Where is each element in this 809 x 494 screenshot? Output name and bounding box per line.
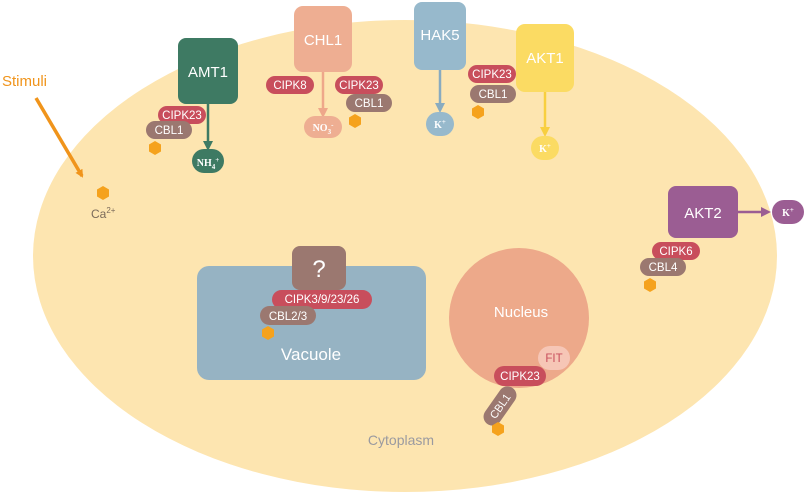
chl1-ion-sub: 3 [328, 128, 332, 136]
calcium-label: Ca2+ [91, 206, 116, 221]
hak5-cbl-label: CBL1 [479, 89, 508, 101]
chl1-calcium-hexagon [349, 114, 361, 128]
vacuole-cipk-pill [272, 290, 372, 309]
stimuli-label: Stimuli [2, 73, 47, 90]
nucleus-calcium-hexagon [492, 422, 504, 436]
stimuli-arrow [34, 97, 84, 178]
chl1-ion-label: NO3- [313, 121, 335, 136]
chl1-cipk-left-pill [266, 76, 314, 94]
nucleus-fit-bubble [538, 346, 570, 370]
amt1-calcium-hexagon [149, 141, 161, 155]
vacuole-label: Vacuole [281, 345, 341, 364]
hak5-calcium-hexagon [472, 105, 484, 119]
akt1-ion-bubble [531, 136, 559, 160]
amt1-name: AMT1 [188, 64, 228, 81]
akt2-cipk-label: CIPK6 [659, 246, 692, 258]
akt2-ion-label: K+ [782, 206, 794, 219]
vacuole: Vacuole ? CIPK3/9/23/26 CBL2/3 [197, 246, 426, 380]
nucleus-cipk-pill [494, 366, 546, 386]
amt1-ion-sup: + [215, 156, 219, 164]
nucleus-label: Nucleus [494, 304, 548, 321]
hak5-ion-bubble [426, 112, 454, 136]
akt2-ion-bubble [772, 200, 804, 224]
amt1-cbl-label: CBL1 [155, 125, 184, 137]
hak5-ion-label: K+ [434, 118, 446, 131]
chl1-box [294, 6, 352, 72]
akt1-name: AKT1 [526, 50, 564, 67]
akt1-ion-label: K+ [539, 142, 551, 155]
akt2-name: AKT2 [684, 205, 722, 222]
vacuole-unknown-label: ? [312, 256, 325, 283]
chl1-cipk-right-pill [335, 76, 383, 94]
amt1-transporter: AMT1 CIPK23 CBL1 NH4+ [146, 38, 238, 173]
vacuole-cbl-pill [260, 306, 316, 325]
amt1-ion-bubble [192, 149, 224, 173]
hak5-transporter: HAK5 K+ CIPK23 CBL1 [414, 2, 516, 136]
nucleus: Nucleus FIT CIPK23 CBL1 [449, 248, 589, 436]
chl1-cipk-right-label: CIPK23 [339, 80, 379, 92]
vacuole-calcium-hexagon [262, 326, 274, 340]
hak5-box [414, 2, 466, 70]
calcium-hexagon [97, 186, 109, 200]
akt2-cbl-label: CBL4 [649, 262, 678, 274]
amt1-ion-sub: 4 [212, 163, 216, 171]
amt1-cipk-pill [158, 106, 206, 124]
akt2-cbl-pill [640, 258, 686, 276]
akt2-ion-sup: + [790, 206, 794, 214]
hak5-cbl-pill [470, 85, 516, 103]
nucleus-cbl-pill [483, 386, 517, 426]
nucleus-fit-label: FIT [545, 353, 562, 365]
chl1-ion-sup: - [331, 121, 334, 129]
chl1-cbl-pill [346, 94, 392, 112]
chl1-cbl-label: CBL1 [355, 98, 384, 110]
hak5-name: HAK5 [420, 27, 459, 44]
akt2-transporter: AKT2 K+ CIPK6 CBL4 [640, 186, 804, 292]
akt2-calcium-hexagon [644, 278, 656, 292]
amt1-box [178, 38, 238, 104]
chl1-ion-bubble [304, 116, 342, 138]
vacuole-unknown-box [292, 246, 346, 290]
akt1-box [516, 24, 574, 92]
amt1-cbl-pill [146, 121, 192, 139]
cytoplasm-label: Cytoplasm [368, 432, 434, 448]
chl1-transporter: CHL1 CIPK8 CIPK23 CBL1 NO3- [266, 6, 392, 138]
chl1-cipk-left-label: CIPK8 [273, 80, 306, 92]
vacuole-cipk-label: CIPK3/9/23/26 [285, 294, 360, 306]
akt2-box [668, 186, 738, 238]
akt1-transporter: AKT1 K+ [516, 24, 574, 160]
nucleus-cipk-label: CIPK23 [500, 371, 540, 383]
vacuole-cbl-label: CBL2/3 [269, 311, 307, 323]
amt1-cipk-label: CIPK23 [162, 110, 202, 122]
akt1-ion-sup: + [547, 142, 551, 150]
hak5-cipk-label: CIPK23 [472, 69, 512, 81]
calcium-charge: 2+ [106, 206, 115, 215]
akt2-cipk-pill [652, 242, 700, 260]
amt1-ion-label: NH4+ [197, 156, 220, 171]
hak5-cipk-pill [468, 65, 516, 83]
hak5-ion-sup: + [442, 118, 446, 126]
chl1-name: CHL1 [304, 32, 342, 49]
